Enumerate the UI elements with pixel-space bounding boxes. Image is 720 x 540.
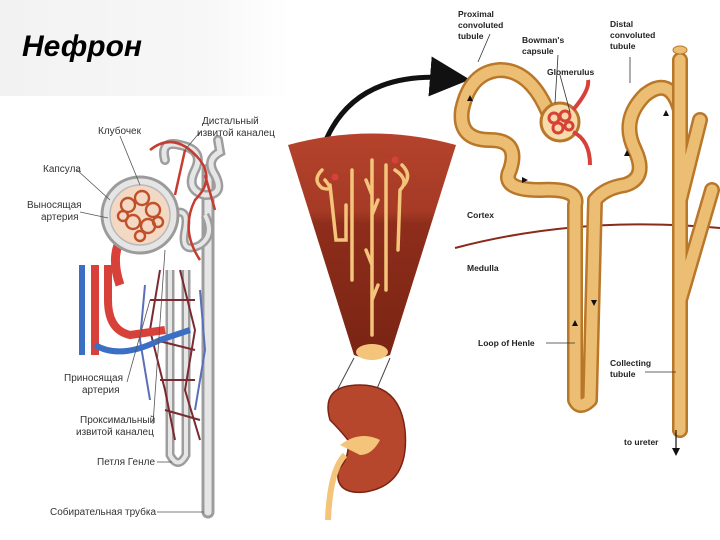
label-distal-ru-2: извитой каналец	[197, 128, 275, 139]
label-distal-en-2: convoluted	[610, 30, 655, 40]
label-distal-ru-1: Дистальный	[202, 116, 259, 127]
glomerulus-capillaries	[547, 109, 575, 135]
label-bowman-en-1: Bowman's	[522, 35, 564, 45]
loop-henle-shape	[165, 270, 191, 467]
glomerulus-tuft	[116, 189, 165, 243]
label-collecting-en-2: tubule	[610, 369, 636, 379]
kidney-wedge-illustration	[288, 56, 470, 521]
label-proximal-en-2: convoluted	[458, 20, 503, 30]
label-efferent-ru-1: Выносящая	[27, 200, 82, 211]
label-glomerulus-en: Glomerulus	[547, 67, 595, 77]
label-bowman-en-2: capsule	[522, 46, 554, 56]
ureter-shape	[325, 452, 348, 521]
afferent-artery-shape	[91, 265, 166, 355]
slide-title: Нефрон	[22, 30, 143, 63]
label-afferent-ru-2: артерия	[82, 385, 120, 396]
label-distal-en-3: tubule	[610, 41, 636, 51]
curved-arrow-icon	[319, 56, 470, 151]
label-collecting-en-1: Collecting	[610, 358, 651, 368]
label-cortex: Cortex	[467, 210, 494, 220]
title-band	[0, 0, 290, 96]
label-capsule-ru: Капсула	[43, 164, 81, 175]
label-proximal-en-1: Proximal	[458, 9, 494, 19]
label-to-ureter: to ureter	[624, 437, 659, 447]
right-nephron-diagram: Proximal convoluted tubule Bowman's caps…	[453, 9, 720, 456]
label-medulla: Medulla	[467, 263, 499, 273]
label-afferent-ru-1: Приносящая	[64, 373, 123, 384]
left-nephron-diagram: Клубочек Дистальный извитой каналец Капс…	[27, 116, 275, 519]
label-loop-ru: Петля Генле	[97, 457, 155, 468]
label-efferent-ru-2: артерия	[41, 212, 79, 223]
label-proximal-ru-2: извитой каналец	[76, 427, 154, 438]
label-glomerulus-ru: Клубочек	[98, 125, 142, 137]
label-distal-en-1: Distal	[610, 19, 633, 29]
label-proximal-ru-1: Проксимальный	[80, 415, 155, 426]
label-loop-en: Loop of Henle	[478, 338, 535, 348]
vein-shape	[79, 265, 191, 355]
label-proximal-en-3: tubule	[458, 31, 484, 41]
label-collecting-ru: Собирательная трубка	[50, 506, 156, 518]
